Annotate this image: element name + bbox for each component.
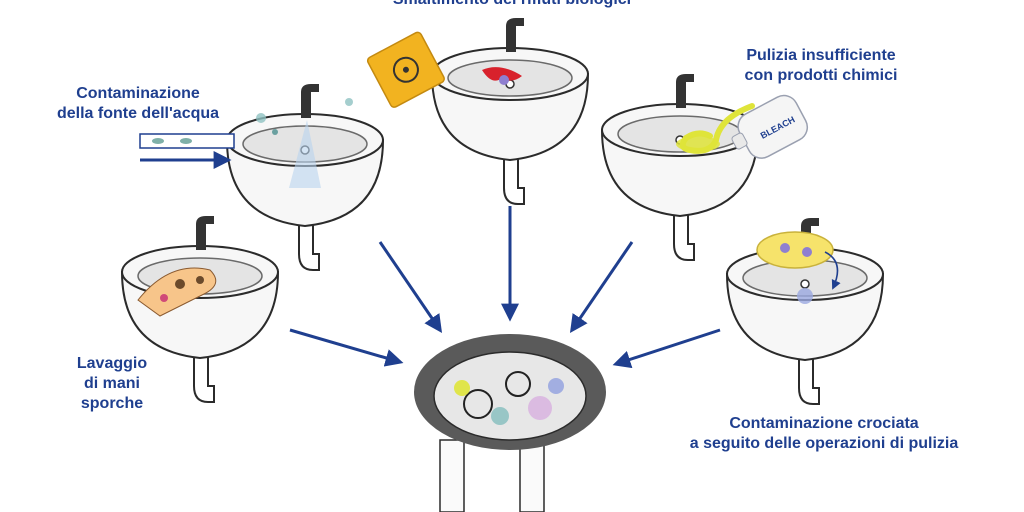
sink-biowaste [431,17,589,205]
label-cross-line1: Contaminazione crociata [729,415,919,432]
drain-icon [414,334,606,512]
arrow-icon [612,328,721,369]
label-dirty-hands: Lavaggio di mani sporche [62,354,162,414]
label-dirty-hands-line1: Lavaggio [76,355,148,372]
arrow-icon [569,241,634,333]
label-water-source-line2: della fonte dell'acqua [56,105,220,122]
sink-dirty-hands [121,215,279,403]
bleach-bottle-icon: BLEACH [731,94,809,159]
label-dirty-hands-line3: sporche [80,395,144,412]
sink-cross-contamination [726,217,884,405]
sink-water-source [226,83,384,271]
label-water-source-line1: Contaminazione [76,85,200,102]
arrow-icon [378,241,443,333]
label-water-source: Contaminazione della fonte dell'acqua [28,84,248,124]
biohazard-bag-icon [366,31,445,108]
blood-icon [482,67,522,81]
label-top: Smaltimento dei rifiuti biologici [332,0,692,10]
label-cross: Contaminazione crociata a seguito delle … [654,414,994,454]
sink-icon [601,73,759,261]
label-chemicals: Pulizia insufficiente con prodotti chimi… [716,46,926,86]
label-cross-line2: a seguito delle operazioni di pulizia [689,435,959,452]
sink-icon [431,17,589,205]
arrow-icon [289,328,404,367]
water-stream-icon [289,120,321,188]
label-chemicals-line2: con prodotti chimici [744,67,898,84]
label-chemicals-line1: Pulizia insufficiente [746,47,896,64]
sponge-icon [756,231,834,269]
sink-chemicals [601,73,759,261]
label-dirty-hands-line2: di mani [83,375,140,392]
label-top-text: Smaltimento dei rifiuti biologici [332,0,692,10]
